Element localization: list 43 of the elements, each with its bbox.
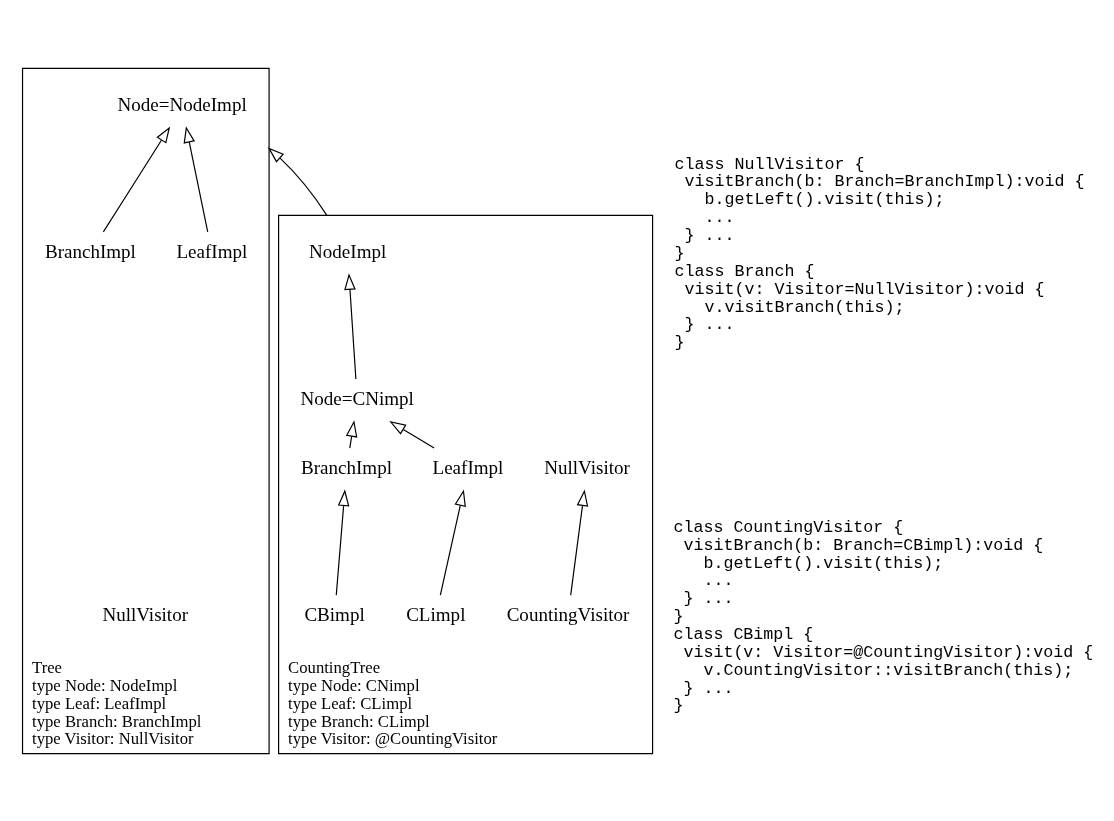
node-text: BranchImpl bbox=[301, 456, 392, 478]
label: b.getLeft().visit(this); bbox=[704, 189, 945, 209]
label: } ... bbox=[683, 588, 734, 608]
label: } bbox=[673, 606, 684, 626]
label: visitBranch(b: Branch=CBimpl):void { bbox=[683, 535, 1044, 555]
label: } ... bbox=[683, 678, 734, 698]
arrow bbox=[570, 488, 589, 596]
node-text: Node=NodeImpl bbox=[117, 93, 247, 115]
arrow bbox=[344, 272, 357, 380]
label: visitBranch(b: Branch=BranchImpl):void { bbox=[684, 171, 1085, 191]
node-text: BranchImpl bbox=[44, 240, 136, 262]
arrow bbox=[389, 420, 435, 449]
node-text: CBimpl bbox=[304, 603, 365, 625]
label: } bbox=[673, 695, 684, 715]
node-text: Node=CNimpl bbox=[300, 387, 414, 409]
node-text: NullVisitor bbox=[102, 603, 189, 625]
arrow bbox=[439, 488, 466, 596]
label: ... bbox=[703, 570, 734, 590]
label: visit(v: Visitor=@CountingVisitor):void { bbox=[683, 642, 1094, 662]
label: } ... bbox=[684, 225, 735, 245]
node-text: LeafImpl bbox=[432, 456, 504, 478]
label: v.visitBranch(this); bbox=[704, 296, 905, 316]
arrow bbox=[102, 125, 171, 232]
arrow bbox=[267, 146, 328, 216]
node-text: CLimpl bbox=[406, 603, 466, 625]
label: v.CountingVisitor::visitBranch(this); bbox=[703, 660, 1074, 680]
node-text: LeafImpl bbox=[176, 240, 248, 262]
label: class CBimpl { bbox=[673, 624, 814, 644]
arrow bbox=[183, 125, 209, 232]
label: class Branch { bbox=[674, 261, 815, 281]
node-text: NodeImpl bbox=[309, 240, 387, 262]
label: class NullVisitor { bbox=[674, 154, 865, 174]
label: ... bbox=[704, 207, 735, 227]
node-text: CountingVisitor bbox=[506, 603, 630, 625]
label: b.getLeft().visit(this); bbox=[703, 553, 944, 573]
arrow bbox=[345, 419, 358, 449]
arrow bbox=[335, 488, 350, 596]
node-text: NullVisitor bbox=[544, 456, 630, 478]
label: } bbox=[674, 243, 685, 263]
label: } ... bbox=[684, 314, 735, 334]
label: class CountingVisitor { bbox=[673, 517, 904, 537]
label: } bbox=[674, 332, 685, 352]
label: visit(v: Visitor=NullVisitor):void { bbox=[684, 279, 1045, 299]
